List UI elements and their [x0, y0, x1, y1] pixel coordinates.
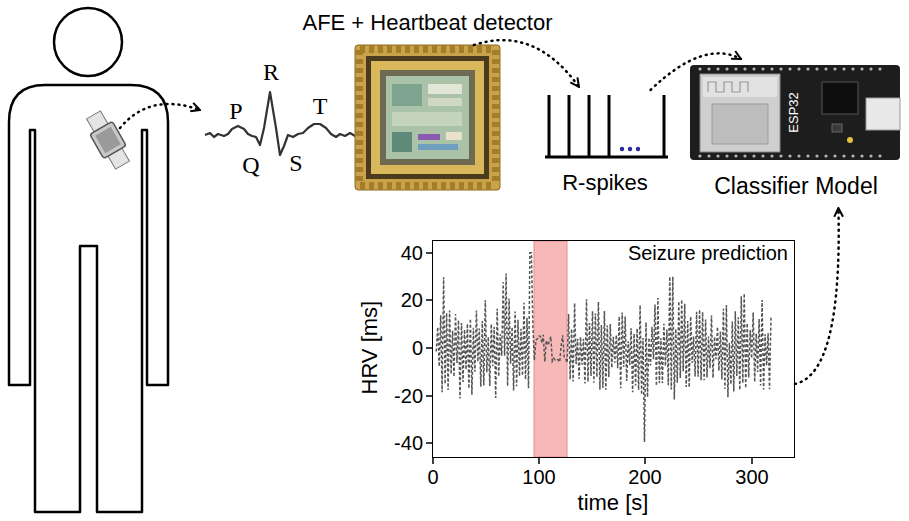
leader-arrow — [120, 104, 200, 128]
person-head — [54, 8, 122, 76]
chip-node: AFE + Heartbeat detector — [355, 45, 500, 190]
ecg-wave-label: P — [229, 98, 242, 126]
ecg-wave-label: Q — [242, 152, 259, 180]
tick-label: -40 — [394, 432, 423, 455]
board-marking: ESP32 — [787, 92, 802, 132]
esp32-board — [690, 65, 900, 160]
tick-label: 100 — [522, 466, 555, 489]
axis-title: time [s] — [578, 490, 649, 515]
ecg-waveform — [205, 92, 360, 155]
board-node: ESP32Classifier Model — [690, 62, 902, 202]
tick-label: 0 — [427, 466, 438, 489]
dotted-arrow — [651, 53, 741, 90]
component-label: R-spikes — [562, 170, 648, 195]
r-spikes — [545, 95, 668, 157]
ecg-wave-label: S — [289, 150, 302, 178]
tick-label: 200 — [628, 466, 661, 489]
ecg-wave-label: R — [263, 59, 279, 87]
axis-ticks — [426, 253, 752, 464]
seizure-band — [534, 241, 567, 457]
ecg-wave-label: T — [313, 93, 328, 121]
spike-train-node: R-spikes — [540, 90, 670, 202]
tick-label: 40 — [401, 242, 423, 265]
chip-image — [355, 45, 500, 190]
ellipsis-dots — [620, 147, 640, 151]
wearable-device — [82, 108, 134, 171]
tick-label: 20 — [401, 289, 423, 312]
hrv-trace — [436, 253, 771, 442]
chart-frame: Seizure prediction — [432, 240, 795, 458]
axis-title: HRV [ms] — [357, 301, 382, 395]
component-label: Classifier Model — [714, 173, 878, 199]
person-body — [9, 85, 168, 512]
tick-label: 300 — [735, 466, 768, 489]
chart-annotation: Seizure prediction — [626, 242, 790, 265]
tick-label: 0 — [412, 337, 423, 360]
dotted-arrow — [795, 208, 839, 384]
component-title: AFE + Heartbeat detector — [302, 10, 552, 35]
dotted-arrow — [474, 40, 579, 87]
tick-label: -20 — [394, 385, 423, 408]
